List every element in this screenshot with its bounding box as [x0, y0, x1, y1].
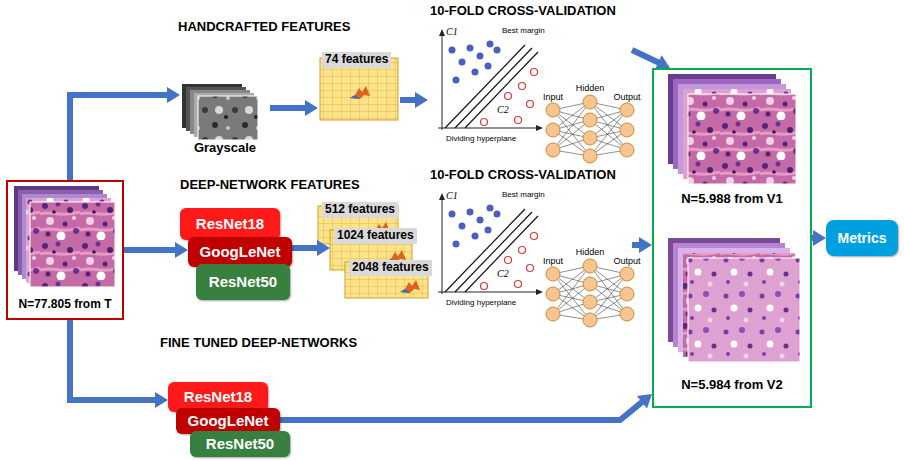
node-text: 10-FOLD CROSS-VALIDATION: [430, 168, 616, 183]
network-box: GoogLeNet: [188, 237, 292, 267]
plot-note: Best margin: [502, 26, 545, 35]
layer-label: Hidden: [576, 247, 605, 257]
arrow-shaft: [70, 95, 169, 180]
validation-tiles: [668, 74, 800, 362]
plot-note: Best margin: [502, 190, 545, 199]
node-text: GoogLeNet: [188, 412, 269, 429]
section-heading: HANDCRAFTED FEATURES: [178, 20, 350, 35]
grayscale-images: Grayscale: [180, 80, 270, 158]
flow-arrow: [70, 87, 180, 180]
flow-arrow: [124, 242, 188, 258]
arrow-head: [155, 392, 168, 408]
flow-arrow: [400, 92, 428, 108]
tile: [688, 258, 800, 362]
arrow-shaft: [70, 320, 157, 400]
arrow-head: [175, 242, 188, 258]
node-text: N=5.984 from V2: [681, 378, 783, 393]
arrow-head: [305, 100, 318, 116]
layer-label: Input: [543, 256, 563, 266]
classifier-illustration: [438, 193, 634, 327]
tile: [198, 96, 258, 140]
network-box: ResNet18: [180, 208, 280, 240]
matlab-icon: [350, 86, 370, 99]
class-label: C2: [497, 104, 509, 116]
flow-arrow: [292, 240, 330, 256]
tile: [30, 202, 115, 287]
input-set-box: N=77.805 from T: [6, 180, 124, 320]
node-text: 2048 features: [349, 260, 432, 276]
arrow-shaft: [270, 105, 307, 111]
layer-label: Output: [613, 92, 640, 102]
node-text: 10-FOLD CROSS-VALIDATION: [430, 4, 616, 19]
feature-matrix: 2048 features: [345, 258, 438, 300]
input-tiles: [14, 186, 115, 287]
arrow-shaft: [400, 97, 417, 103]
node-text: GoogLeNet: [200, 243, 281, 260]
flow-arrow: [280, 394, 652, 420]
section-heading: DEEP-NETWORK FEATURES: [180, 178, 360, 193]
node-text: 1024 features: [334, 228, 417, 244]
arrow-head: [639, 237, 652, 253]
flow-arrow: [270, 100, 318, 116]
node-text: ResNet50: [209, 273, 277, 290]
node-text: ResNet18: [184, 388, 252, 405]
feature-matrix: 74 features: [318, 50, 400, 122]
node-text: 512 features: [322, 202, 398, 218]
arrow-shaft: [124, 247, 177, 253]
class-label: C1: [446, 26, 458, 38]
network-box: ResNet50: [196, 264, 290, 300]
layer-label: Hidden: [576, 83, 605, 93]
metrics-box: Metrics: [826, 220, 898, 256]
grayscale-tiles: [182, 84, 258, 140]
node-text: N=77.805 from T: [18, 298, 111, 312]
arrow-head: [167, 87, 180, 103]
node-text: ResNet18: [196, 215, 264, 232]
plot-note: Dividing hyperplane: [446, 298, 516, 307]
flow-arrow: [632, 237, 652, 253]
class-label: C1: [446, 190, 458, 202]
class-label: C2: [497, 268, 509, 280]
section-heading: FINE TUNED DEEP-NETWORKS: [160, 336, 357, 351]
arrow-head: [637, 394, 652, 408]
flow-arrow: [632, 50, 670, 70]
network-box: ResNet50: [190, 431, 290, 457]
node-text: Metrics: [837, 230, 886, 246]
layer-label: Input: [543, 92, 563, 102]
arrow-head: [317, 240, 330, 256]
flow-arrow: [812, 230, 826, 246]
arrow-head: [813, 230, 826, 246]
node-text: ResNet50: [206, 435, 274, 452]
node-text: Grayscale: [194, 141, 256, 156]
layer-label: Output: [613, 256, 640, 266]
node-text: 74 features: [322, 52, 391, 68]
arrow-shaft: [632, 50, 660, 63]
matlab-icon: [400, 280, 420, 293]
arrow-shaft: [292, 245, 319, 251]
tile: [688, 94, 796, 184]
arrow-head: [415, 92, 428, 108]
node-text: N=5.988 from V1: [681, 192, 783, 207]
arrow-shaft: [280, 401, 643, 420]
plot-note: Dividing hyperplane: [446, 134, 516, 143]
classifier-illustration: [438, 29, 634, 163]
flow-arrow: [70, 320, 168, 408]
validation-box: N=5.988 from V1 N=5.984 from V2: [652, 68, 812, 408]
